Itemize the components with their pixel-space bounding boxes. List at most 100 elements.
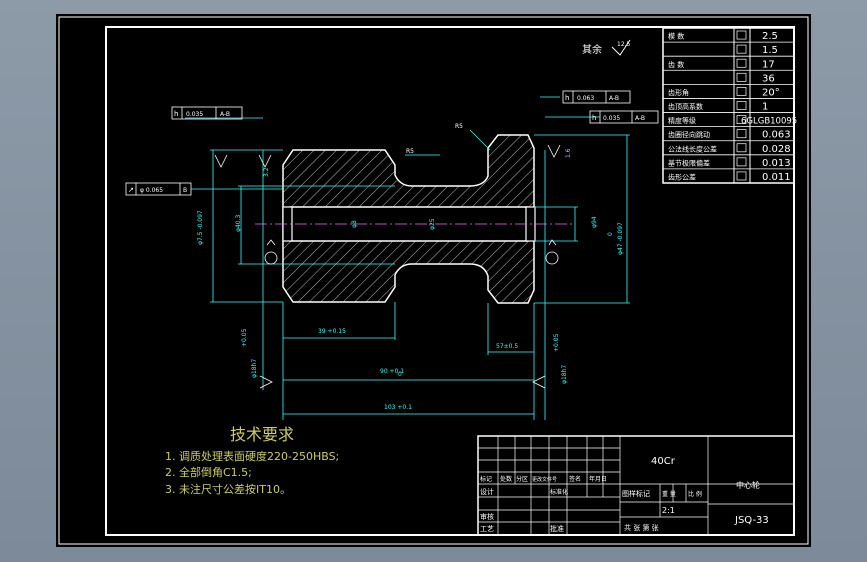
dim-d5: φ94 — [591, 216, 598, 228]
dim-d12: +0.05 — [241, 328, 248, 347]
param-symbol-box — [736, 58, 747, 68]
tech-req-item-3: 3. 未注尺寸公差按IT10。 — [165, 482, 291, 496]
tolerance-frame-3: h 0.035 A-B — [589, 110, 659, 124]
gear-parameter-table: 模 数 2.5 1.5 齿 数 17 36 齿形角 20° 齿顶高系数 1 精度等级 6GLGB100… — [662, 27, 797, 184]
roughness-symbol — [611, 39, 631, 56]
tolerance-3-datum: A-B — [635, 115, 645, 122]
tolerance-1-datum: A-B — [220, 111, 230, 118]
inner-frame — [105, 26, 795, 536]
dim-d16: 3.2 — [263, 167, 270, 177]
drawing-number: JSQ-33 — [734, 515, 769, 526]
param-row-name: 精度等级 — [668, 116, 696, 125]
dim-d3: φ8 — [351, 220, 358, 228]
param-row-name: 齿圈径向跳动 — [668, 130, 710, 139]
param-row-name: 齿形公差 — [668, 173, 696, 182]
dim-d8: 39 +0.15 — [318, 328, 346, 335]
scale: 2:1 — [662, 506, 675, 515]
tolerance-1-value: 0.035 — [186, 111, 203, 118]
roughness-note: 其余 12.5 — [582, 39, 631, 56]
title-block: 40Cr 中心轮 JSQ-33 2:1 图样标记 重 量 比 例 共 张 第 张… — [477, 435, 795, 536]
dim-d1: φ7.5 -0.097 — [197, 210, 204, 245]
tolerance-4-value: φ 0.065 — [140, 187, 163, 194]
weight-label: 重 量 — [662, 490, 676, 498]
param-symbol-box — [736, 129, 747, 139]
dim-d18: R5 — [406, 148, 414, 155]
param-row-value: 1.5 — [762, 45, 778, 56]
dim-d4: φ25 — [429, 218, 436, 230]
param-row-name: 齿形角 — [668, 88, 689, 97]
svg-text:标准化: 标准化 — [550, 488, 568, 496]
svg-text:设计: 设计 — [480, 487, 494, 496]
param-row-name: 齿顶高系数 — [668, 102, 703, 111]
tolerance-frame-4: ↗ φ 0.065 B — [125, 182, 283, 196]
roughness-label: 其余 — [582, 43, 602, 56]
dimension-texts: φ7.5 -0.097 φ40.3 φ8 φ25 φ94 φ47 -0.097 … — [197, 123, 624, 411]
tolerance-3-value: 0.035 — [603, 115, 620, 122]
param-symbol-box — [736, 44, 747, 54]
tolerance-2-datum: A-B — [609, 95, 619, 102]
svg-text:处数: 处数 — [500, 475, 512, 483]
param-row-value: 20° — [762, 87, 780, 98]
param-row-value: 0.063 — [762, 130, 791, 141]
dim-d20: 0 — [398, 371, 402, 378]
sheet-label: 共 张 第 张 — [624, 523, 659, 532]
param-row-name: 基节极限偏差 — [668, 158, 710, 167]
drawing-sheet — [56, 14, 811, 547]
outer-border — [58, 16, 809, 545]
param-row-value: 0.013 — [762, 158, 791, 169]
dim-d2: φ40.3 — [235, 215, 242, 233]
param-row-value: 1 — [762, 102, 768, 113]
param-symbol-box — [736, 171, 747, 181]
param-row-value: 0.028 — [762, 144, 791, 155]
dim-d17: 1.6 — [565, 148, 572, 158]
tech-req-title: 技术要求 — [230, 425, 294, 444]
param-symbol-box — [736, 115, 747, 124]
tolerance-frame-2: h 0.063 A-B — [562, 90, 631, 104]
dim-d9: 57±0.5 — [496, 343, 518, 350]
dim-d15: φ18h7 — [561, 365, 568, 384]
tech-req-item-2: 2. 全部倒角C1.5; — [165, 465, 252, 479]
param-row-value: 17 — [762, 59, 775, 70]
param-row-value: 6GLGB10095 — [741, 117, 797, 127]
technical-requirements: 技术要求 1. 调质处理表面硬度220-250HBS; 2. 全部倒角C1.5;… — [165, 425, 339, 496]
svg-text:h: h — [592, 114, 596, 122]
svg-text:签名: 签名 — [569, 475, 581, 483]
svg-text:标记: 标记 — [480, 475, 492, 483]
param-symbol-box — [736, 72, 747, 82]
center-bore — [289, 206, 529, 242]
dim-d10: 90 +0.1 — [380, 368, 404, 375]
svg-text:↗: ↗ — [128, 186, 134, 194]
dim-d6: φ47 -0.097 — [617, 222, 624, 255]
param-row-name: 模 数 — [668, 32, 684, 41]
datum-markers — [214, 144, 561, 389]
ratio-label: 比 例 — [688, 490, 702, 498]
dim-d14: +0.05 — [553, 333, 560, 352]
svg-text:h: h — [565, 94, 569, 102]
svg-text:年月日: 年月日 — [589, 475, 607, 483]
part-name: 中心轮 — [736, 480, 760, 490]
param-symbol-box — [736, 87, 747, 96]
param-row-value: 0.011 — [762, 172, 791, 183]
param-symbol-box — [736, 30, 747, 40]
param-symbol-box — [736, 143, 747, 153]
gear-shaft-section — [255, 134, 575, 304]
svg-text:h: h — [174, 110, 178, 118]
tolerance-4-datum: B — [183, 187, 187, 194]
dim-d7: 0 — [607, 232, 614, 236]
mark-label: 图样标记 — [622, 489, 650, 498]
param-symbol-box — [736, 101, 747, 110]
param-symbol-box — [736, 157, 747, 167]
roughness-value: 12.5 — [617, 41, 631, 48]
svg-text:更改文件号: 更改文件号 — [532, 476, 557, 483]
material: 40Cr — [651, 456, 676, 467]
param-row-name: 齿 数 — [668, 60, 684, 69]
param-row-value: 36 — [762, 73, 775, 84]
tolerance-2-value: 0.063 — [577, 95, 594, 102]
dim-d13: φ18h7 — [251, 359, 258, 378]
svg-text:分区: 分区 — [516, 475, 528, 483]
svg-text:审核: 审核 — [480, 512, 494, 521]
dimension-lines — [185, 96, 630, 420]
dim-d11: 103 +0.1 — [384, 404, 412, 411]
param-row-value: 2.5 — [762, 31, 778, 42]
